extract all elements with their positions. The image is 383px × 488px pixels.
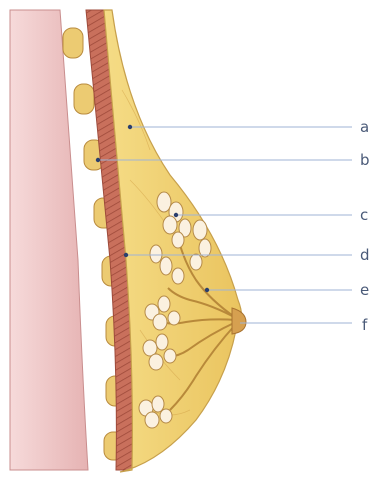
nipple: [232, 308, 246, 334]
label-d: d: [360, 246, 370, 264]
structure-labels: a b c d e f: [360, 118, 370, 334]
chest-wall: [10, 10, 88, 470]
label-e: e: [360, 281, 369, 299]
label-b: b: [360, 151, 370, 169]
label-c: c: [360, 206, 368, 224]
label-f: f: [362, 316, 368, 334]
label-a: a: [360, 118, 369, 136]
